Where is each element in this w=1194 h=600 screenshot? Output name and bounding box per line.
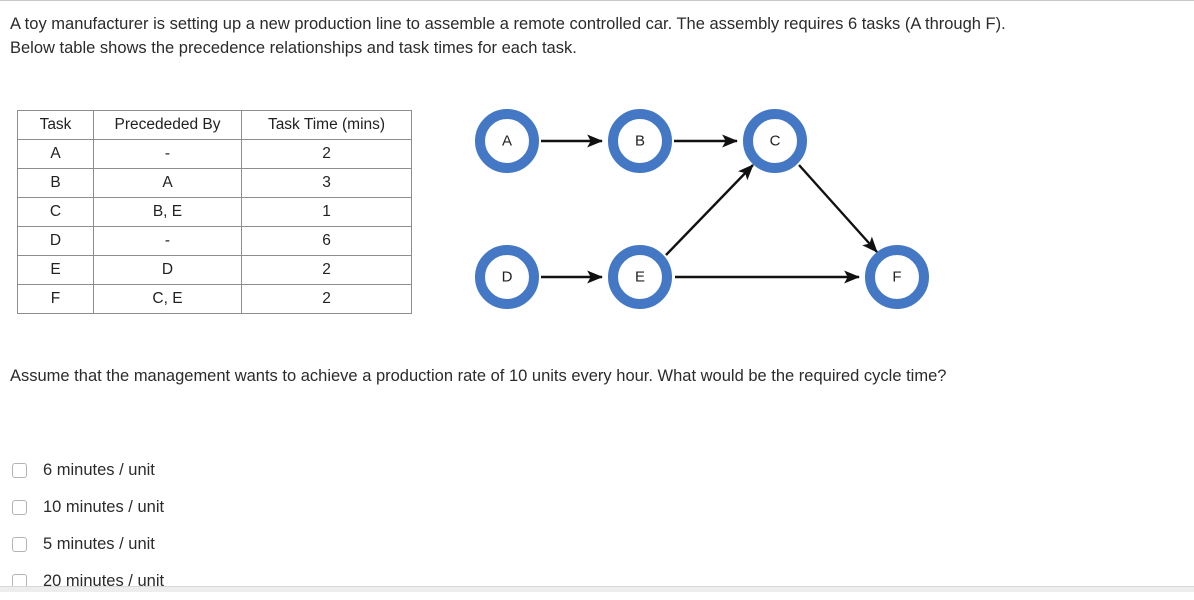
cell-task-time: 2 [241,255,412,285]
cell-task-time: 2 [241,139,412,169]
cell-preceded-by: - [93,139,242,169]
node-e: E [608,245,672,309]
cell-task: A [17,139,94,169]
node-a-label: A [502,133,512,150]
top-divider [0,0,1194,1]
option-label: 5 minutes / unit [43,535,155,554]
cell-task: B [17,168,94,198]
precedence-table: Task Precededed By Task Time (mins) A - … [17,110,412,314]
cell-preceded-by: B, E [93,197,242,227]
cell-preceded-by: C, E [93,284,242,314]
option-row[interactable]: 5 minutes / unit [12,526,412,563]
column-header-preceded-by: Precededed By [93,110,242,140]
column-header-task-time: Task Time (mins) [241,110,412,140]
cell-task-time: 1 [241,197,412,227]
checkbox-icon[interactable] [12,500,27,515]
checkbox-icon[interactable] [12,537,27,552]
node-b-label: B [635,133,645,150]
option-label: 20 minutes / unit [43,572,165,591]
option-row[interactable]: 6 minutes / unit [12,452,412,489]
cell-task-time: 6 [241,226,412,256]
option-row[interactable]: 20 minutes / unit [12,563,412,600]
cell-preceded-by: A [93,168,242,198]
node-b: B [608,109,672,173]
cell-task: E [17,255,94,285]
table-row: D - 6 [17,226,412,256]
table-row: F C, E 2 [17,284,412,314]
bottom-band [0,586,1194,592]
precedence-diagram: A B C D E F [450,95,970,330]
node-e-label: E [635,269,645,286]
cell-task: F [17,284,94,314]
cell-task: C [17,197,94,227]
table-row: A - 2 [17,139,412,169]
edge-c-f [798,164,878,253]
cell-task: D [17,226,94,256]
diagram-nodes: A B C D E F [475,109,929,309]
question-text: Assume that the management wants to achi… [10,367,947,385]
cell-task-time: 3 [241,168,412,198]
node-c: C [743,109,807,173]
checkbox-icon[interactable] [12,463,27,478]
column-header-task: Task [17,110,94,140]
option-label: 6 minutes / unit [43,461,155,480]
table-row: C B, E 1 [17,197,412,227]
cell-preceded-by: - [93,226,242,256]
node-c-label: C [770,133,781,150]
edge-e-c [665,164,754,256]
table-row: B A 3 [17,168,412,198]
intro-paragraph: A toy manufacturer is setting up a new p… [10,15,1011,57]
diagram-edges [541,134,878,284]
node-a: A [475,109,539,173]
node-d: D [475,245,539,309]
option-row[interactable]: 10 minutes / unit [12,489,412,526]
option-label: 10 minutes / unit [43,498,165,517]
cell-task-time: 2 [241,284,412,314]
answer-options: 6 minutes / unit 10 minutes / unit 5 min… [12,452,412,600]
table-header-row: Task Precededed By Task Time (mins) [17,110,412,140]
node-f-label: F [892,269,901,286]
node-d-label: D [502,269,513,286]
cell-preceded-by: D [93,255,242,285]
node-f: F [865,245,929,309]
table-row: E D 2 [17,255,412,285]
